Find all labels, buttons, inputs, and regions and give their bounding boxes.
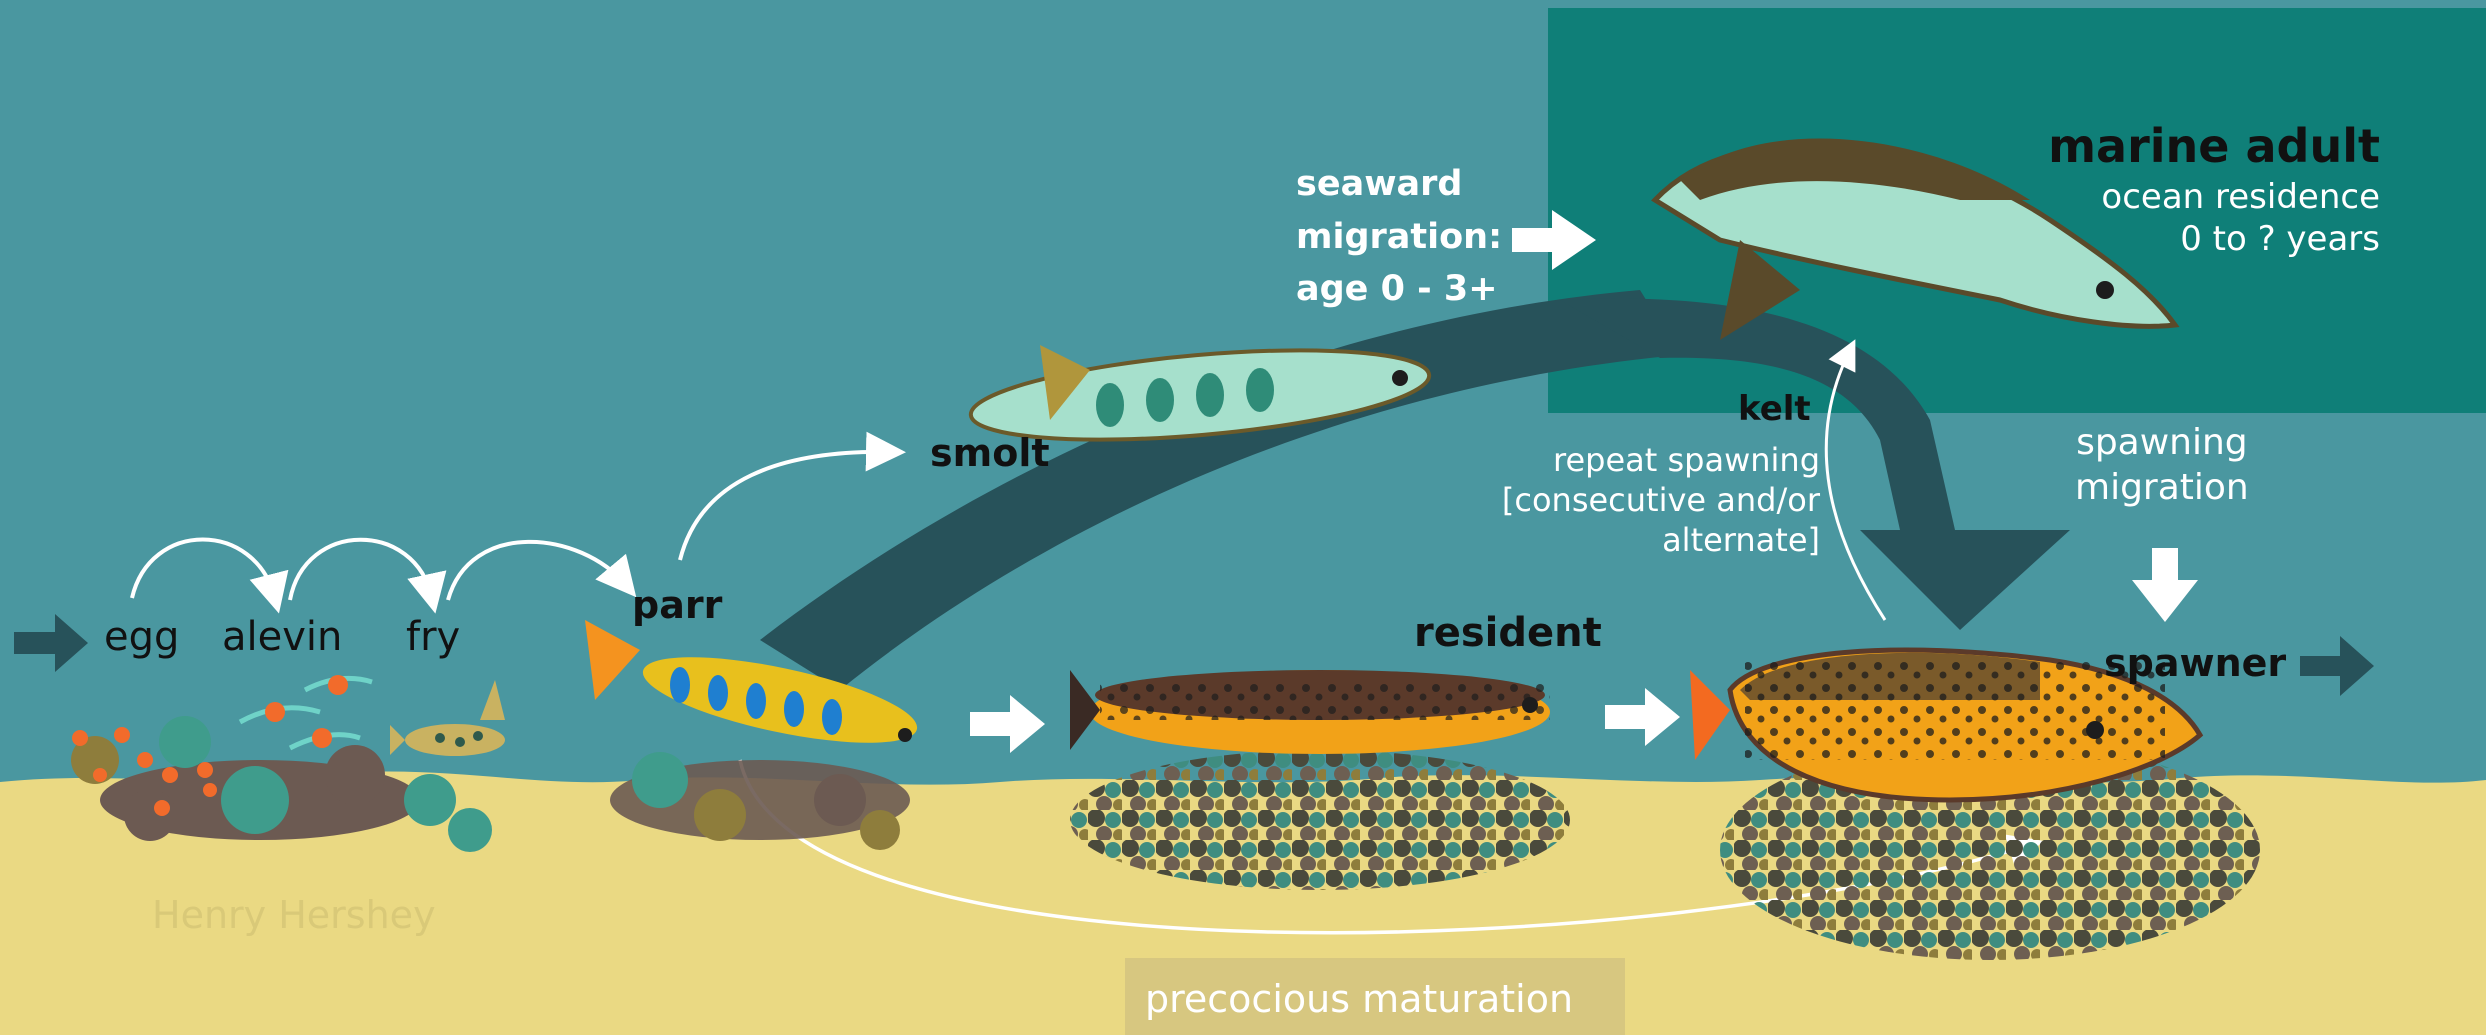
precocious-maturation-label: precocious maturation [1145, 976, 1573, 1024]
marine-adult-line2: 0 to ? years [1960, 218, 2380, 261]
marine-adult-title: marine adult [1960, 118, 2380, 176]
seaward-line3: age 0 - 3+ [1296, 263, 1502, 316]
stage-label-parr: parr [632, 582, 722, 630]
stage-label-resident: resident [1414, 608, 1602, 658]
stage-label-spawner: spawner [2104, 640, 2286, 688]
stage-label-kelt: kelt [1738, 388, 1811, 431]
kelt-note-line3: alternate] [1490, 520, 1820, 560]
kelt-note-line1: repeat spawning [1490, 440, 1820, 480]
spawning-migration-label: spawning migration [2075, 420, 2249, 510]
kelt-note-line2: [consecutive and/or [1490, 480, 1820, 520]
marine-adult-label: marine adult ocean residence 0 to ? year… [1960, 118, 2380, 261]
marine-adult-line1: ocean residence [1960, 176, 2380, 219]
seaward-migration-label: seaward migration: age 0 - 3+ [1296, 158, 1502, 316]
stage-label-egg: egg [104, 612, 179, 662]
seaward-line1: seaward [1296, 158, 1502, 211]
spawning-migration-line2: migration [2075, 465, 2249, 510]
spawning-migration-line1: spawning [2075, 420, 2249, 465]
seaward-line2: migration: [1296, 211, 1502, 264]
credit-watermark: Henry Hershey [152, 892, 436, 940]
kelt-note: repeat spawning [consecutive and/or alte… [1490, 440, 1820, 560]
stage-label-fry: fry [406, 612, 460, 662]
stage-label-smolt: smolt [930, 430, 1050, 478]
stage-label-alevin: alevin [222, 612, 342, 662]
